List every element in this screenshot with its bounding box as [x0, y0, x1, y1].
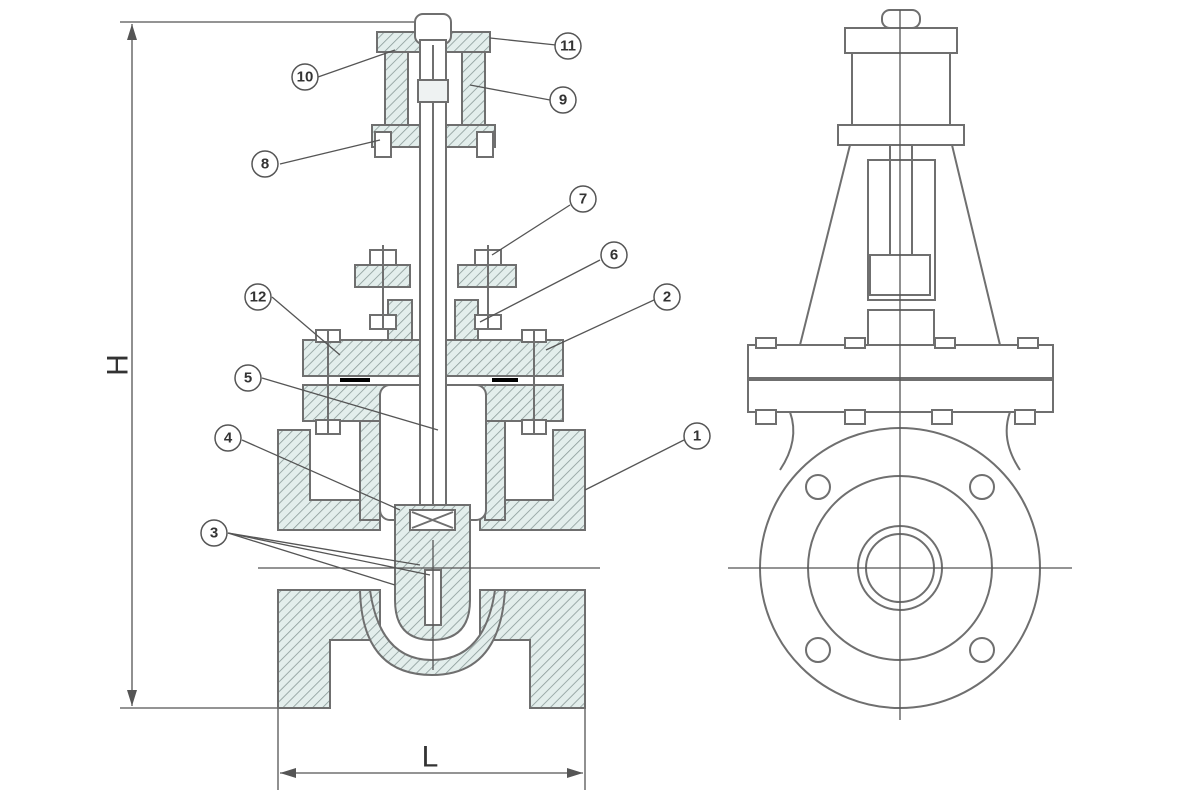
leader-lines	[227, 37, 685, 586]
height-dimension: H	[102, 21, 420, 709]
height-label: H	[102, 354, 135, 376]
svg-text:11: 11	[560, 38, 576, 55]
callout-8: 8	[251, 150, 279, 178]
section-view	[258, 13, 600, 709]
svg-text:3: 3	[210, 525, 218, 542]
callout-9: 9	[549, 86, 577, 114]
svg-text:2: 2	[663, 289, 671, 306]
callout-2: 2	[653, 283, 681, 311]
callout-3: 3	[200, 519, 228, 547]
svg-text:5: 5	[244, 370, 252, 387]
svg-text:1: 1	[693, 428, 701, 445]
callout-6: 6	[600, 241, 628, 269]
svg-text:10: 10	[297, 69, 314, 86]
svg-text:9: 9	[559, 92, 567, 109]
callout-5: 5	[234, 364, 262, 392]
length-label: L	[422, 741, 439, 774]
callout-4: 4	[214, 424, 242, 452]
svg-text:7: 7	[579, 191, 587, 208]
side-view	[728, 9, 1072, 720]
svg-text:12: 12	[250, 289, 267, 306]
callout-7: 7	[569, 185, 597, 213]
callout-12: 12	[244, 283, 272, 311]
svg-text:6: 6	[610, 247, 618, 264]
length-dimension: L	[277, 708, 586, 790]
callout-10: 10	[291, 63, 319, 91]
callout-1: 1	[683, 422, 711, 450]
svg-text:8: 8	[261, 156, 269, 173]
svg-text:4: 4	[224, 430, 233, 447]
callout-11: 11	[554, 32, 582, 60]
